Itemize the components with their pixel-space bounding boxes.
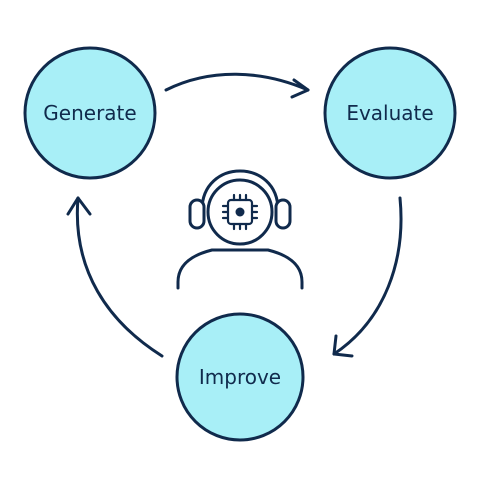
- node-improve-label: Improve: [199, 365, 281, 389]
- arrow-improve-to-generate: [66, 196, 164, 358]
- cycle-arrows: [66, 72, 403, 358]
- arrow-evaluate-to-improve: [332, 196, 403, 358]
- arrow-generate-to-evaluate: [164, 72, 310, 99]
- headset-right-cup: [274, 198, 292, 230]
- chip-icon: [221, 193, 259, 231]
- ai-agent-icon: [176, 169, 304, 290]
- shoulders-outline: [176, 248, 304, 290]
- node-improve: Improve: [175, 312, 305, 442]
- headset-left-cup: [188, 198, 206, 230]
- node-evaluate: Evaluate: [323, 46, 457, 180]
- headset-band: [200, 169, 280, 212]
- node-evaluate-label: Evaluate: [346, 101, 433, 125]
- node-generate: Generate: [23, 46, 157, 180]
- node-generate-label: Generate: [43, 101, 136, 125]
